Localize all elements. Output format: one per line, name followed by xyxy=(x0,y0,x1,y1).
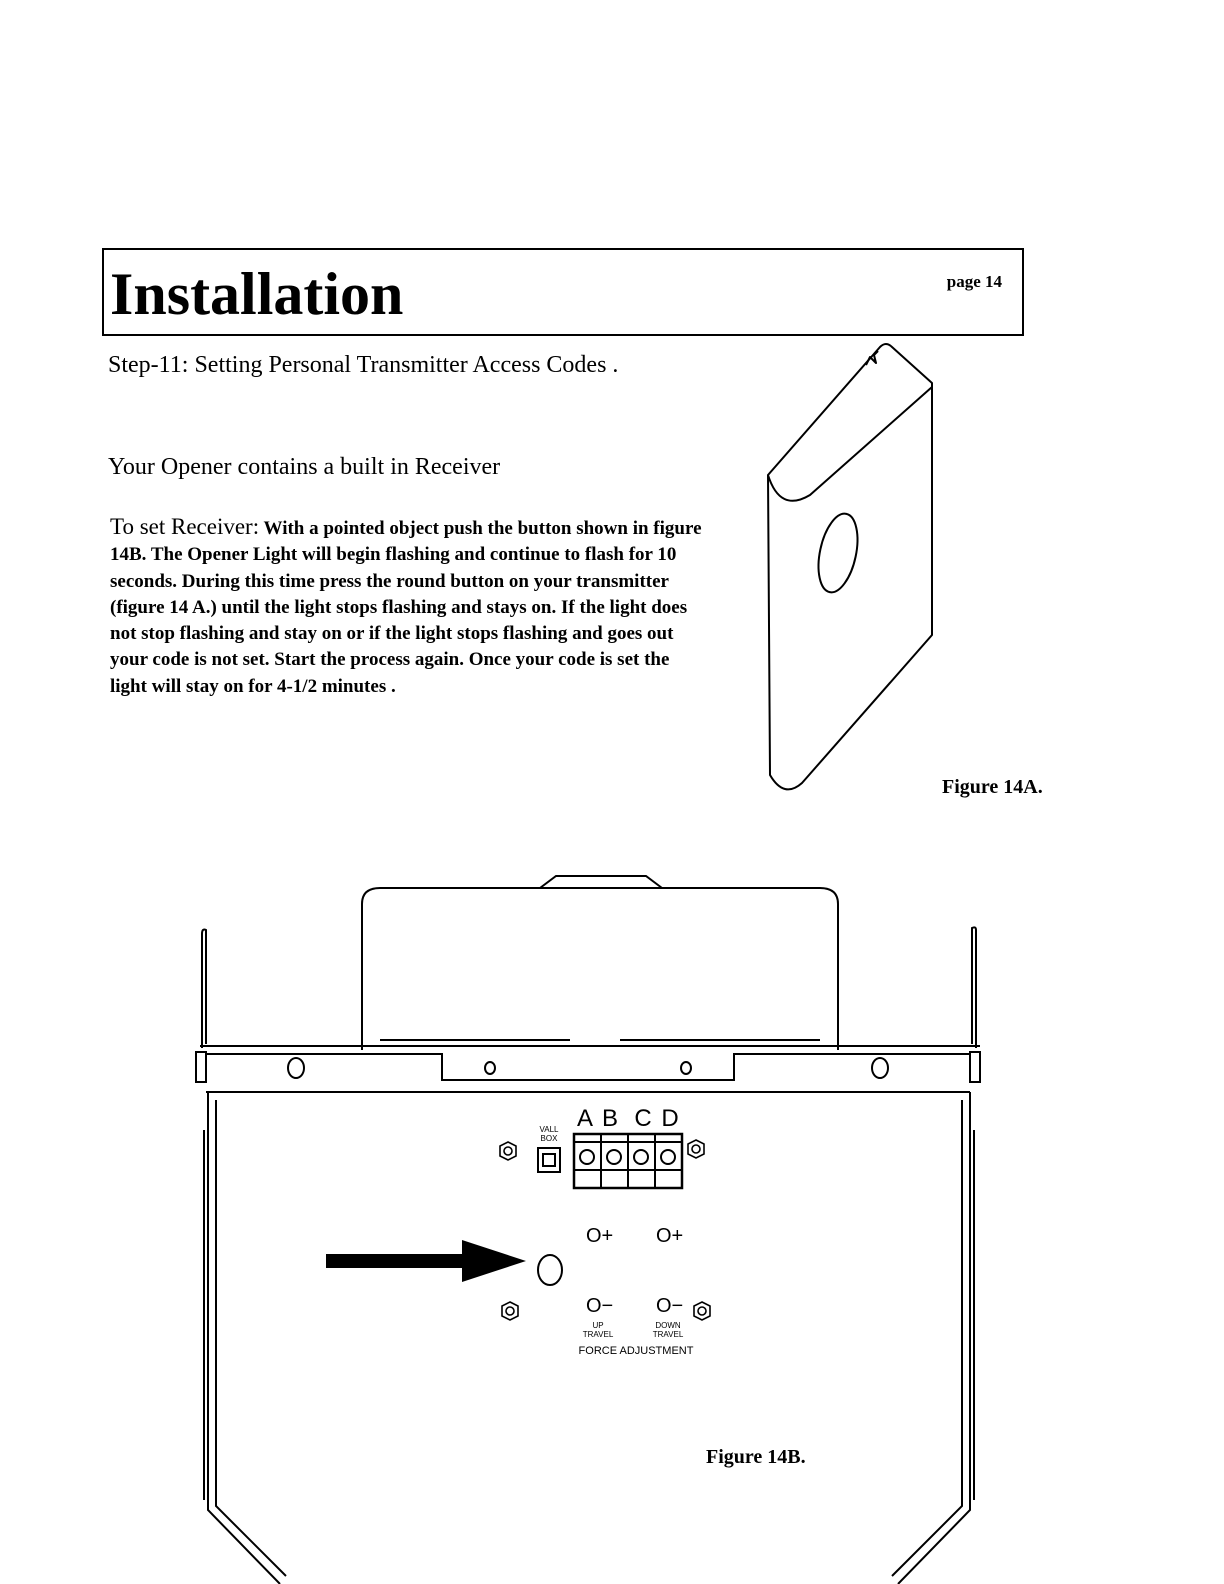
section-title: Installation xyxy=(110,261,404,327)
receiver-learn-button[interactable] xyxy=(537,1254,563,1286)
up-travel-label: UP xyxy=(592,1321,603,1330)
figure-14a-caption: Figure 14A. xyxy=(942,776,1043,798)
terminal-label-c: C xyxy=(634,1105,651,1132)
terminal-label-b: B xyxy=(602,1105,618,1132)
instructions-paragraph: To set Receiver: With a pointed object p… xyxy=(110,514,710,700)
down-travel-label-2: TRAVEL xyxy=(653,1330,684,1339)
opener-housing-illustration: VALL BOX A B C D O+ O+ O− O− UP TRAVEL D… xyxy=(195,875,981,1584)
transmitter-illustration xyxy=(767,343,933,791)
screw-top-right xyxy=(687,1139,705,1159)
wall-box-label: VALL xyxy=(540,1125,560,1134)
screw-bottom-left xyxy=(501,1301,519,1321)
transmitter-button xyxy=(817,512,859,594)
down-travel-label: DOWN xyxy=(655,1321,681,1330)
down-force-plus: O+ xyxy=(656,1225,683,1247)
force-adjustment-label: FORCE ADJUSTMENT xyxy=(579,1345,694,1357)
intro-text: Your Opener contains a built in Receiver xyxy=(108,454,501,480)
section-header: Installation page 14 xyxy=(102,248,1024,336)
figure-14b-caption: Figure 14B. xyxy=(706,1446,806,1468)
terminal-label-d: D xyxy=(661,1105,678,1132)
step-heading: Step-11: Setting Personal Transmitter Ac… xyxy=(108,352,619,378)
up-force-minus: O− xyxy=(586,1295,613,1317)
terminal-block xyxy=(572,1132,684,1190)
page-number: page 14 xyxy=(946,272,1002,291)
up-force-plus: O+ xyxy=(586,1225,613,1247)
instructions-body: With a pointed object push the button sh… xyxy=(110,518,702,697)
wall-box-label-2: BOX xyxy=(541,1134,559,1143)
wall-box-connector xyxy=(537,1147,561,1173)
down-force-minus: O− xyxy=(656,1295,683,1317)
screw-bottom-right xyxy=(693,1301,711,1321)
terminal-label-a: A xyxy=(577,1105,593,1132)
arrow-icon xyxy=(326,1240,526,1282)
screw-top-left xyxy=(499,1141,517,1161)
instructions-lead: To set Receiver: xyxy=(110,514,260,539)
up-travel-label-2: TRAVEL xyxy=(583,1330,614,1339)
